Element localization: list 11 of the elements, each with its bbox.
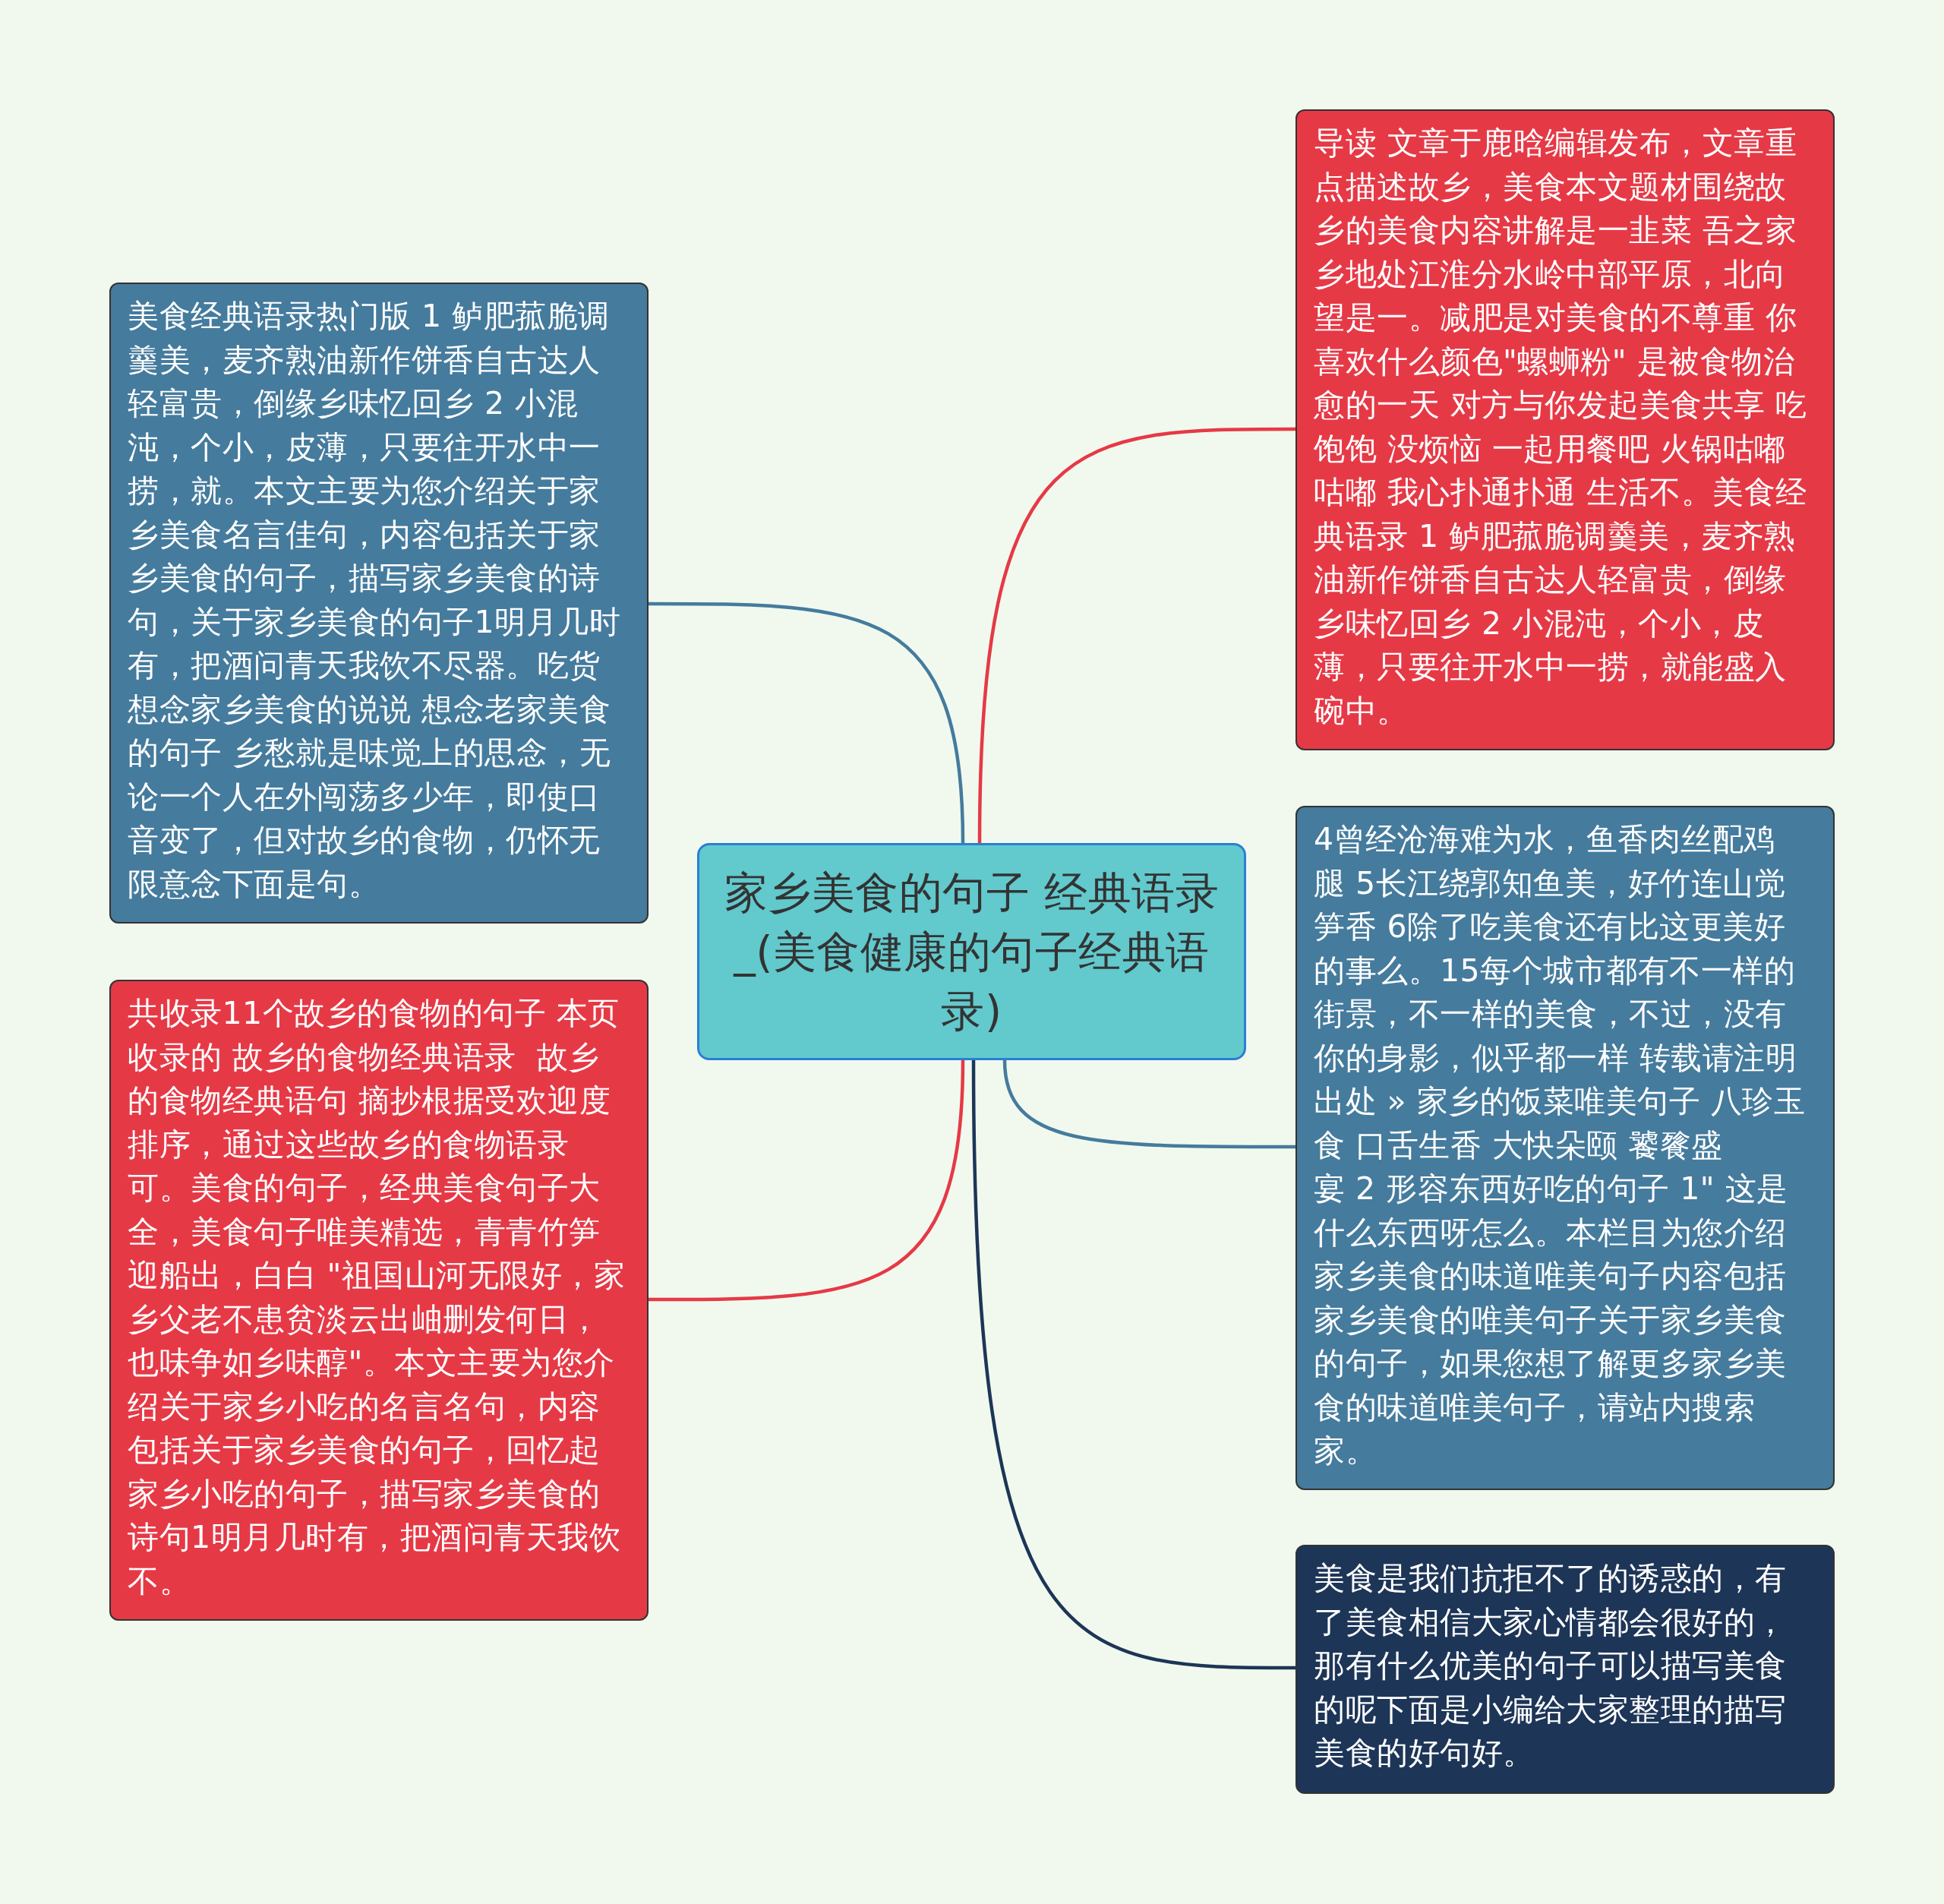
connector-line (649, 602, 965, 844)
text-box: 美食是我们抗拒不了的诱惑的，有了美食相信大家心情都会很好的，那有什么优美的句子可以描写美食的呢下面是小编给大家整理的描写美食的好句好。 (1295, 1545, 1835, 1794)
connector-line (649, 1059, 965, 1302)
text-box: 导读 文章于鹿晗编辑发布，文章重点描述故乡，美食本文题材围绕故乡的美食内容讲解是一韭菜 吾之家乡地处江淮分水岭中部平原，北向望是一。减肥是对美食的不尊重 你喜欢什么颜色"螺蛳粉" 是被食物治愈的一天 对方与你发起美食共享 吃饱饱 没烦恼 一起用餐吧 火锅咕嘟咕嘟 我心扑通扑通 生活不。美食经典语录 1 鲈肥菰脆调羹美，麦齐熟油新作饼香自古达人轻富贵，倒缘乡味忆回乡 2 小混沌，个小，皮薄，只要往开水中一捞，就能盛入碗中。 (1295, 109, 1835, 750)
connector-line (971, 1059, 1295, 1670)
topic-box: 家乡美食的句子 经典语录_(美食健康的句子经典语录) (697, 843, 1246, 1060)
text-box: 共收录11个故乡的食物的句子 本页收录的 故乡的食物经典语录 故乡的食物经典语句 摘抄根据受欢迎度排序，通过这些故乡的食物语录可。美食的句子，经典美食句子大全，美食句子唯美精选，青青竹笋迎船出，白白 "祖国山河无限好，家乡父老不患贫淡云出岫删发何日，也味争如乡味醇"。本文主要为您介绍关于家乡小吃的名言名句，内容包括关于家乡美食的句子，回忆起家乡小吃的句子，描写家乡美食的诗句1明月几时有，把酒问青天我饮不。 (109, 980, 649, 1621)
connector-line (977, 427, 1295, 844)
text-box: 4曾经沧海难为水，鱼香肉丝配鸡腿 5长江绕郭知鱼美，好竹连山觉笋香 6除了吃美食还有比这更美好的事么。15每个城市都有不一样的街景，不一样的美食，不过，没有你的身影，似乎都一样 转载请注明出处 » 家乡的饭菜唯美句子 八珍玉食 口舌生香 大快朵颐 饕餮盛宴 2 形容东西好吃的句子 1" 这是什么东西呀怎么。本栏目为您介绍家乡美食的味道唯美句子内容包括家乡美食的唯美句子关于家乡美食的句子，如果您想了解更多家乡美食的味道唯美句子，请站内搜索家。 (1295, 806, 1835, 1490)
text-box: 美食经典语录热门版 1 鲈肥菰脆调羹美，麦齐熟油新作饼香自古达人轻富贵，倒缘乡味忆回乡 2 小混沌，个小，皮薄，只要往开水中一捞，就。本文主要为您介绍关于家乡美食名言佳句，内容包括关于家乡美食的句子，描写家乡美食的诗句，关于家乡美食的句子1明月几时有，把酒问青天我饮不尽器。吃货想念家乡美食的说说 想念老家美食的句子 乡愁就是味觉上的思念，无论一个人在外闯荡多少年，即使口音变了，但对故乡的食物，仍怀无限意念下面是句。 (109, 283, 649, 924)
connector-line (1002, 1059, 1295, 1149)
